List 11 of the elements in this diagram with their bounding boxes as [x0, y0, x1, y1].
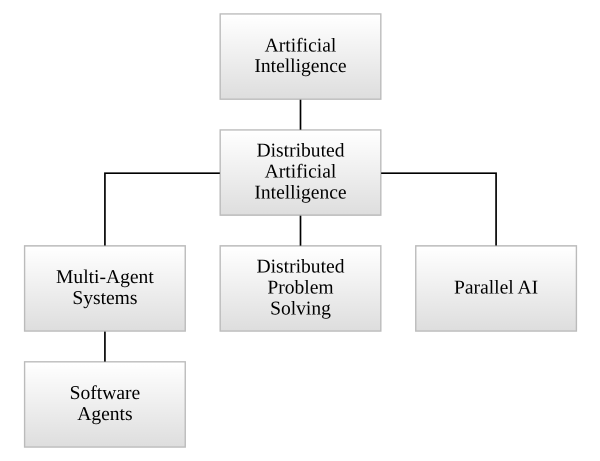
node-box: Artificial Intelligence [218, 13, 382, 100]
node-box: Distributed Problem Solving [218, 245, 382, 332]
node-box: Software Agents [23, 361, 186, 448]
connector [104, 172, 220, 246]
connector [299, 216, 301, 246]
node-box: Multi-Agent Systems [23, 245, 186, 332]
connector [104, 332, 106, 362]
connector [380, 172, 496, 246]
node-box: Distributed Artificial Intelligence [218, 129, 382, 216]
node-box: Parallel AI [414, 245, 577, 332]
connector [299, 100, 301, 130]
